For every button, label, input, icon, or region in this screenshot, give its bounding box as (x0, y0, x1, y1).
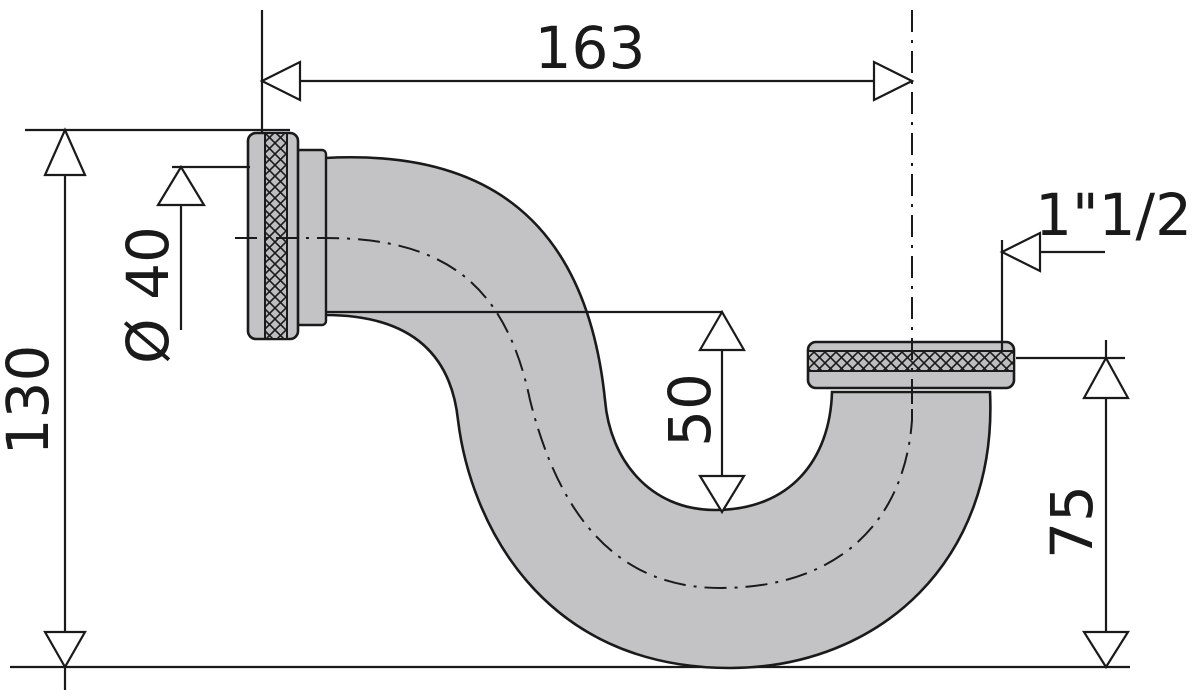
dimension-drop-label: 50 (656, 373, 724, 447)
dimension-outlet-thread-label: 1"1/2 (1035, 181, 1192, 249)
dimension-inlet-diameter: Ø 40 (114, 164, 250, 364)
dimension-width: 163 (259, 10, 915, 132)
pipe-body (323, 156, 992, 670)
dimension-inlet-diameter-label: Ø 40 (114, 226, 182, 364)
dimension-width-label: 163 (535, 14, 646, 82)
dimension-outlet-height-label: 75 (1038, 485, 1106, 559)
dimension-outlet-thread: 1"1/2 (999, 181, 1192, 350)
inlet-nut-knurl (264, 132, 288, 340)
dimension-height-label: 130 (0, 345, 62, 456)
dimension-height: 130 (0, 127, 290, 690)
pipe-centerline (235, 237, 913, 590)
dimension-drop: 50 (325, 309, 746, 515)
p-trap-pipe (246, 131, 1016, 670)
dimension-outlet-height: 75 (1016, 340, 1130, 670)
